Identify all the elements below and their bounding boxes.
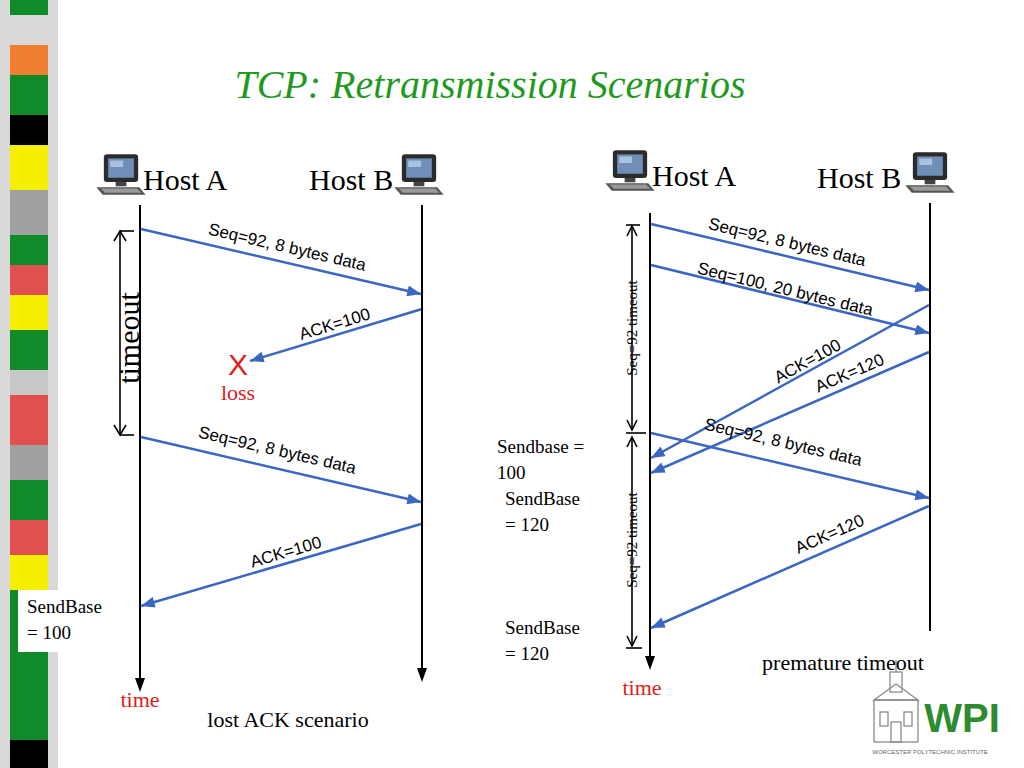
axis-note: Seq=92 timeout xyxy=(624,280,641,376)
bracket-tick xyxy=(626,224,640,226)
side-stripe xyxy=(0,0,58,768)
stripe-block xyxy=(10,45,48,75)
host-name: Host A xyxy=(143,163,227,196)
stripe-block xyxy=(10,75,48,115)
timeout-brackets xyxy=(114,225,646,648)
bracket-arrowhead xyxy=(627,636,637,646)
stripe-block xyxy=(10,370,48,395)
stripe-block xyxy=(10,395,48,445)
logo-subtext: WORCESTER POLYTECHNIC INSTITUTE xyxy=(872,749,988,756)
segment-label: Seq=100, 20 bytes data xyxy=(695,260,874,321)
axis-label: time xyxy=(120,688,159,712)
segment-arrow xyxy=(141,524,421,606)
time-arrowheads xyxy=(135,656,655,692)
host-lifeline: Host B xyxy=(929,203,931,631)
building-window xyxy=(904,712,912,726)
stripe-band xyxy=(0,0,58,768)
host-name: Host B xyxy=(817,161,901,194)
bracket-arrowhead xyxy=(627,437,637,447)
bracket-tick xyxy=(626,432,646,434)
note-backdrop xyxy=(18,590,116,652)
state-note: SendBase = 100 xyxy=(27,594,117,645)
bracket-tick xyxy=(120,230,134,232)
stripe-block xyxy=(10,145,48,190)
segment-label: ACK=100 xyxy=(297,305,373,344)
segment-label: Seq=92, 8 bytes data xyxy=(196,424,357,479)
host-lifeline: Host B xyxy=(421,205,423,671)
building-outline xyxy=(874,700,918,742)
logo-text: WPI xyxy=(924,696,1000,740)
state-note: Sendbase = 100 xyxy=(497,434,587,485)
bracket-tick xyxy=(626,647,642,649)
connector-layer xyxy=(141,224,929,628)
slide-title: TCP: Retransmission Scenarios xyxy=(234,63,745,107)
state-note: SendBase = 120 xyxy=(505,486,595,537)
computer-icon xyxy=(905,152,954,193)
segment-label: ACK=100 xyxy=(248,534,324,572)
bracket-tick xyxy=(120,434,134,436)
state-note: SendBase = 120 xyxy=(505,615,595,666)
building-tower xyxy=(890,672,902,692)
building-door xyxy=(891,722,901,742)
segment-label: Seq=92, 8 bytes data xyxy=(702,416,863,471)
loss-note: loss xyxy=(221,381,255,405)
scenario-caption: lost ACK scenario xyxy=(207,708,368,732)
computer-icon xyxy=(96,154,145,195)
stripe-block xyxy=(10,295,48,330)
bracket-arrowhead xyxy=(627,420,637,430)
computer-icon xyxy=(605,150,654,191)
axis-note: Seq=92 timeout xyxy=(624,492,641,588)
host-name: Host B xyxy=(309,163,393,196)
stripe-block xyxy=(10,480,48,520)
stripe-block xyxy=(10,265,48,295)
scenario-caption: premature timeout xyxy=(762,651,924,675)
stripe-block xyxy=(10,190,48,235)
segment-label: ACK=120 xyxy=(793,512,868,559)
stripe-block xyxy=(10,115,48,145)
stripe-block xyxy=(10,330,48,370)
bracket-arrowhead xyxy=(114,231,126,241)
stripe-block xyxy=(10,235,48,265)
stripe-block xyxy=(10,0,48,15)
stripe-block xyxy=(10,740,48,768)
stripe-block xyxy=(10,445,48,480)
bracket-arrowhead xyxy=(627,226,637,236)
stripe-block xyxy=(10,520,48,555)
host-lifeline: Host A xyxy=(139,205,141,683)
stripe-block xyxy=(10,555,48,590)
host-name: Host A xyxy=(652,159,736,192)
host-lifeline: Host A xyxy=(649,213,651,659)
loss-mark: X xyxy=(228,348,248,381)
computer-icon xyxy=(394,154,443,195)
axis-label: time xyxy=(622,676,661,700)
segment-label: Seq=92, 8 bytes data xyxy=(206,221,367,276)
segment-arrow xyxy=(651,506,929,628)
bracket-arrowhead xyxy=(114,425,126,435)
axis-note: timeout xyxy=(112,292,145,384)
building-window xyxy=(880,712,888,726)
